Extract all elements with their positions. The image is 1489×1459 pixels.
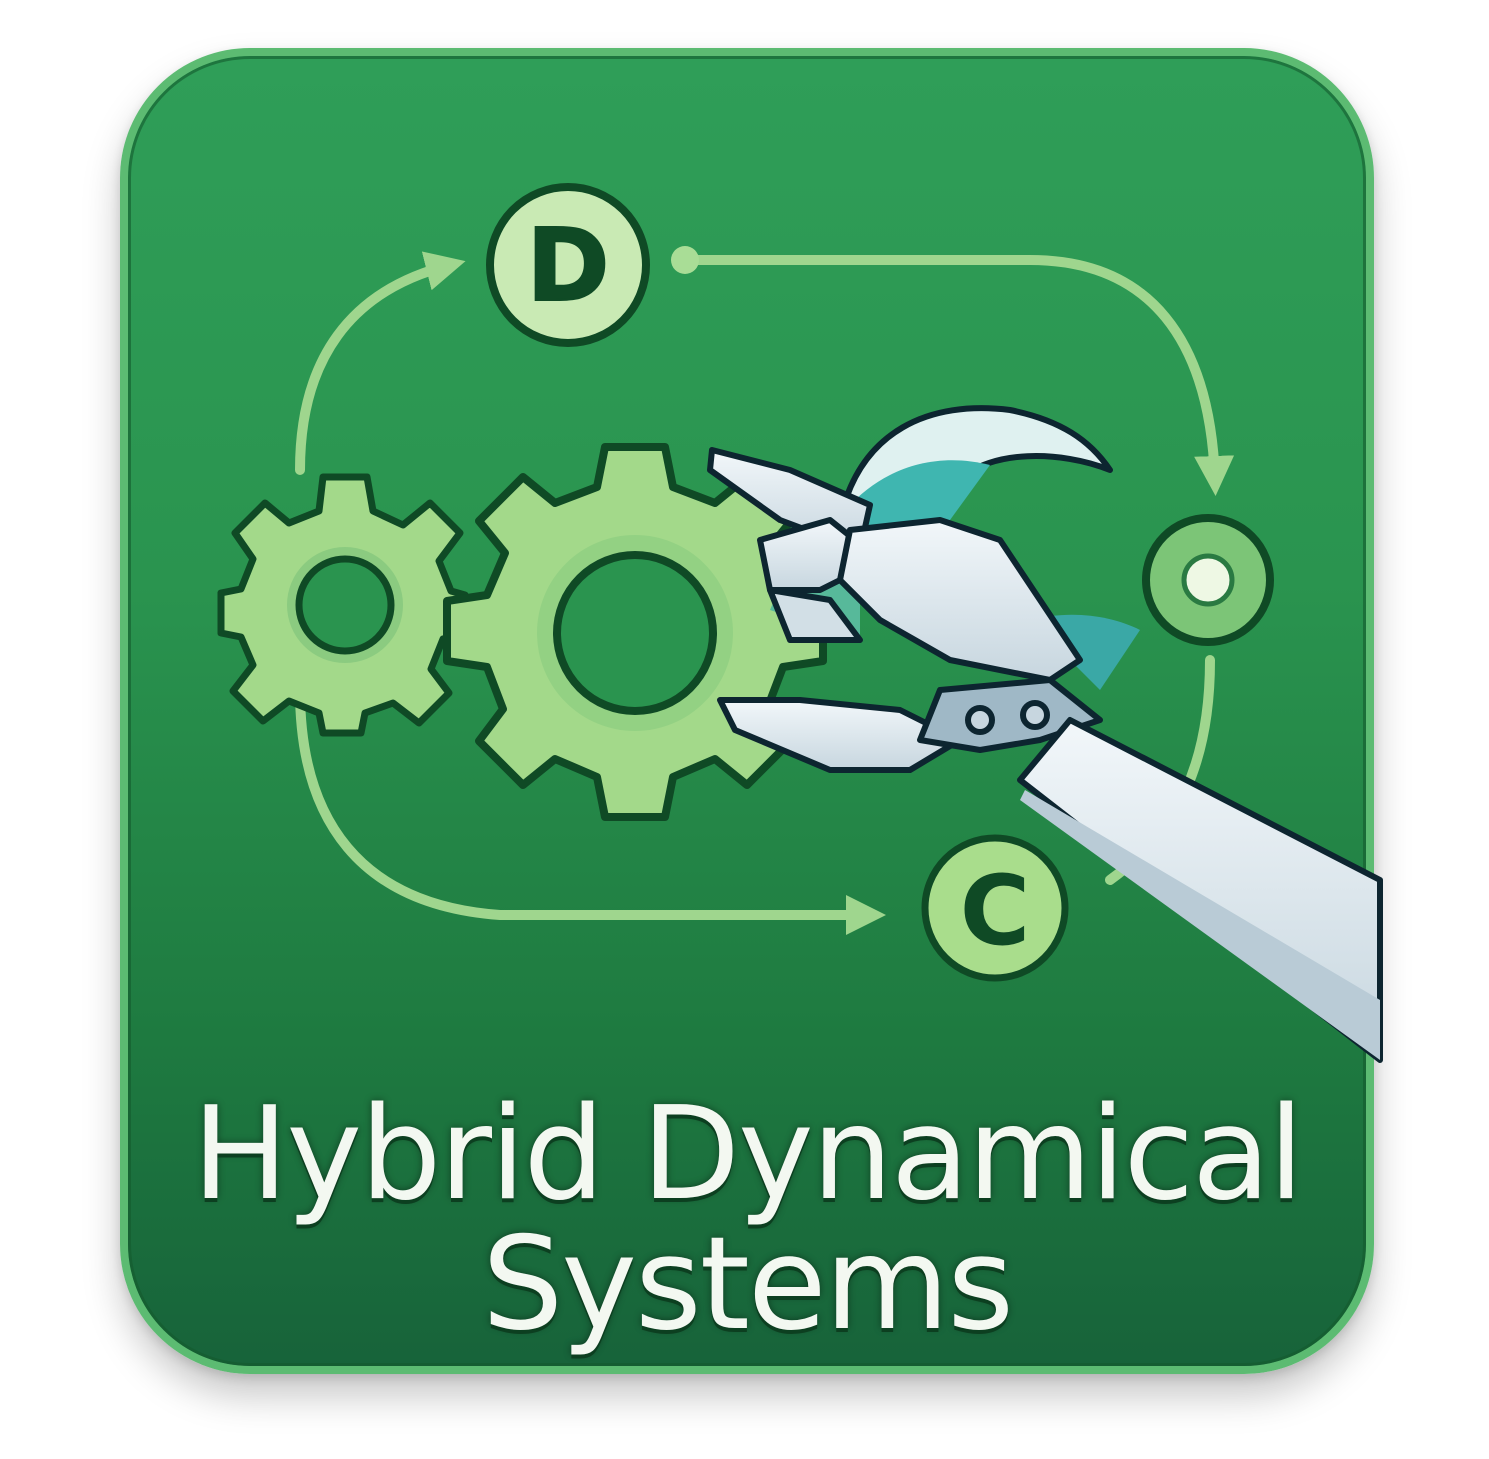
small-gear-icon bbox=[217, 473, 469, 737]
robot-hand-icon bbox=[707, 405, 1383, 1063]
continuous-state-node: C bbox=[921, 834, 1069, 982]
state-node-icon bbox=[1142, 514, 1274, 646]
icon-title-line-2: Systems bbox=[482, 1210, 1014, 1359]
icon-title-line-1: Hybrid Dynamical bbox=[192, 1080, 1304, 1229]
discrete-state-node: D bbox=[486, 183, 650, 347]
node-label-d: D bbox=[526, 207, 609, 324]
arrow-start-dot bbox=[671, 246, 699, 274]
node-label-c: C bbox=[960, 855, 1030, 967]
